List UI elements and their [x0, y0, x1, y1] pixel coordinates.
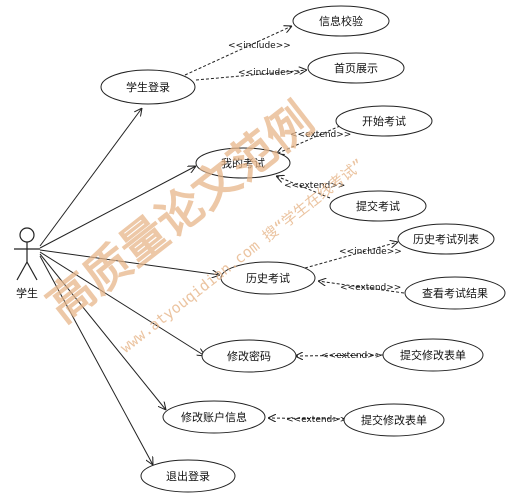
use-case-home-display-label: 首页展示 [334, 61, 378, 75]
use-case-start-exam: 开始考试 [335, 105, 433, 137]
extend-start-exam [276, 125, 341, 154]
use-case-edit-account: 修改账户信息 [162, 400, 266, 434]
assoc-history-exam [39, 249, 220, 275]
include-home-display-label: <<include>> [238, 68, 301, 78]
use-case-logout-label: 退出登录 [166, 469, 210, 483]
actor-label: 学生 [16, 286, 38, 300]
assoc-change-password [39, 251, 205, 356]
include-info-check-label: <<include>> [228, 41, 291, 51]
include-home-display [195, 70, 307, 81]
assoc-my-exam [39, 166, 196, 249]
watermark: 高质量论文范例 www.atyouqidian.com 搜“学生在线考试” [37, 92, 367, 357]
actor-head [19, 227, 35, 243]
use-case-student-login: 学生登录 [100, 69, 196, 105]
use-case-view-result-label: 查看考试结果 [422, 286, 488, 300]
extend-submit-form-1-label: <<extend>> [321, 351, 382, 361]
extend-start-exam-label: <<extend>> [290, 130, 351, 140]
dependencies: <<include>> <<include>> <<extend>> <<ext… [184, 26, 405, 425]
use-case-submit-form-1: 提交修改表单 [382, 338, 484, 372]
use-case-submit-exam: 提交考试 [329, 190, 427, 222]
use-case-change-password: 修改密码 [201, 339, 297, 373]
include-history-list-label: <<include>> [339, 247, 402, 257]
include-history-list [304, 242, 398, 269]
extend-submit-form-2-label: <<extend>> [286, 415, 347, 425]
use-case-submit-form-2: 提交修改表单 [343, 403, 445, 437]
use-case-student-login-label: 学生登录 [126, 80, 170, 94]
assoc-student-login [39, 108, 142, 247]
use-case-submit-form-2-label: 提交修改表单 [361, 413, 427, 427]
use-case-start-exam-label: 开始考试 [362, 114, 406, 128]
actor-right-leg [26, 261, 38, 281]
use-case-history-list-label: 历史考试列表 [413, 232, 479, 246]
use-case-logout: 退出登录 [140, 459, 236, 493]
use-case-edit-account-label: 修改账户信息 [181, 410, 247, 424]
use-case-history-exam-label: 历史考试 [246, 272, 290, 285]
use-case-my-exam: 我的考试 [195, 147, 291, 179]
extend-view-result [318, 281, 405, 294]
use-case-change-password-label: 修改密码 [227, 349, 271, 363]
use-case-home-display: 首页展示 [307, 52, 405, 84]
use-case-view-result: 查看考试结果 [404, 276, 506, 310]
use-case-my-exam-label: 我的考试 [221, 156, 265, 170]
use-case-submit-exam-label: 提交考试 [356, 199, 400, 213]
actor-student: 学生 [14, 227, 40, 300]
use-case-history-list: 历史考试列表 [397, 223, 495, 255]
actor-left-leg [16, 261, 28, 281]
use-case-info-check-label: 信息校验 [319, 14, 363, 28]
use-case-history-exam: 历史考试 [220, 261, 316, 295]
extend-submit-form-2 [268, 418, 346, 419]
use-case-info-check: 信息校验 [292, 5, 390, 37]
extend-view-result-label: <<extend>> [340, 283, 401, 293]
use-case-submit-form-1-label: 提交修改表单 [400, 348, 466, 362]
associations [39, 108, 220, 465]
assoc-edit-account [39, 253, 166, 410]
extend-submit-exam-label: <<extend>> [284, 181, 345, 191]
assoc-logout [39, 255, 153, 465]
